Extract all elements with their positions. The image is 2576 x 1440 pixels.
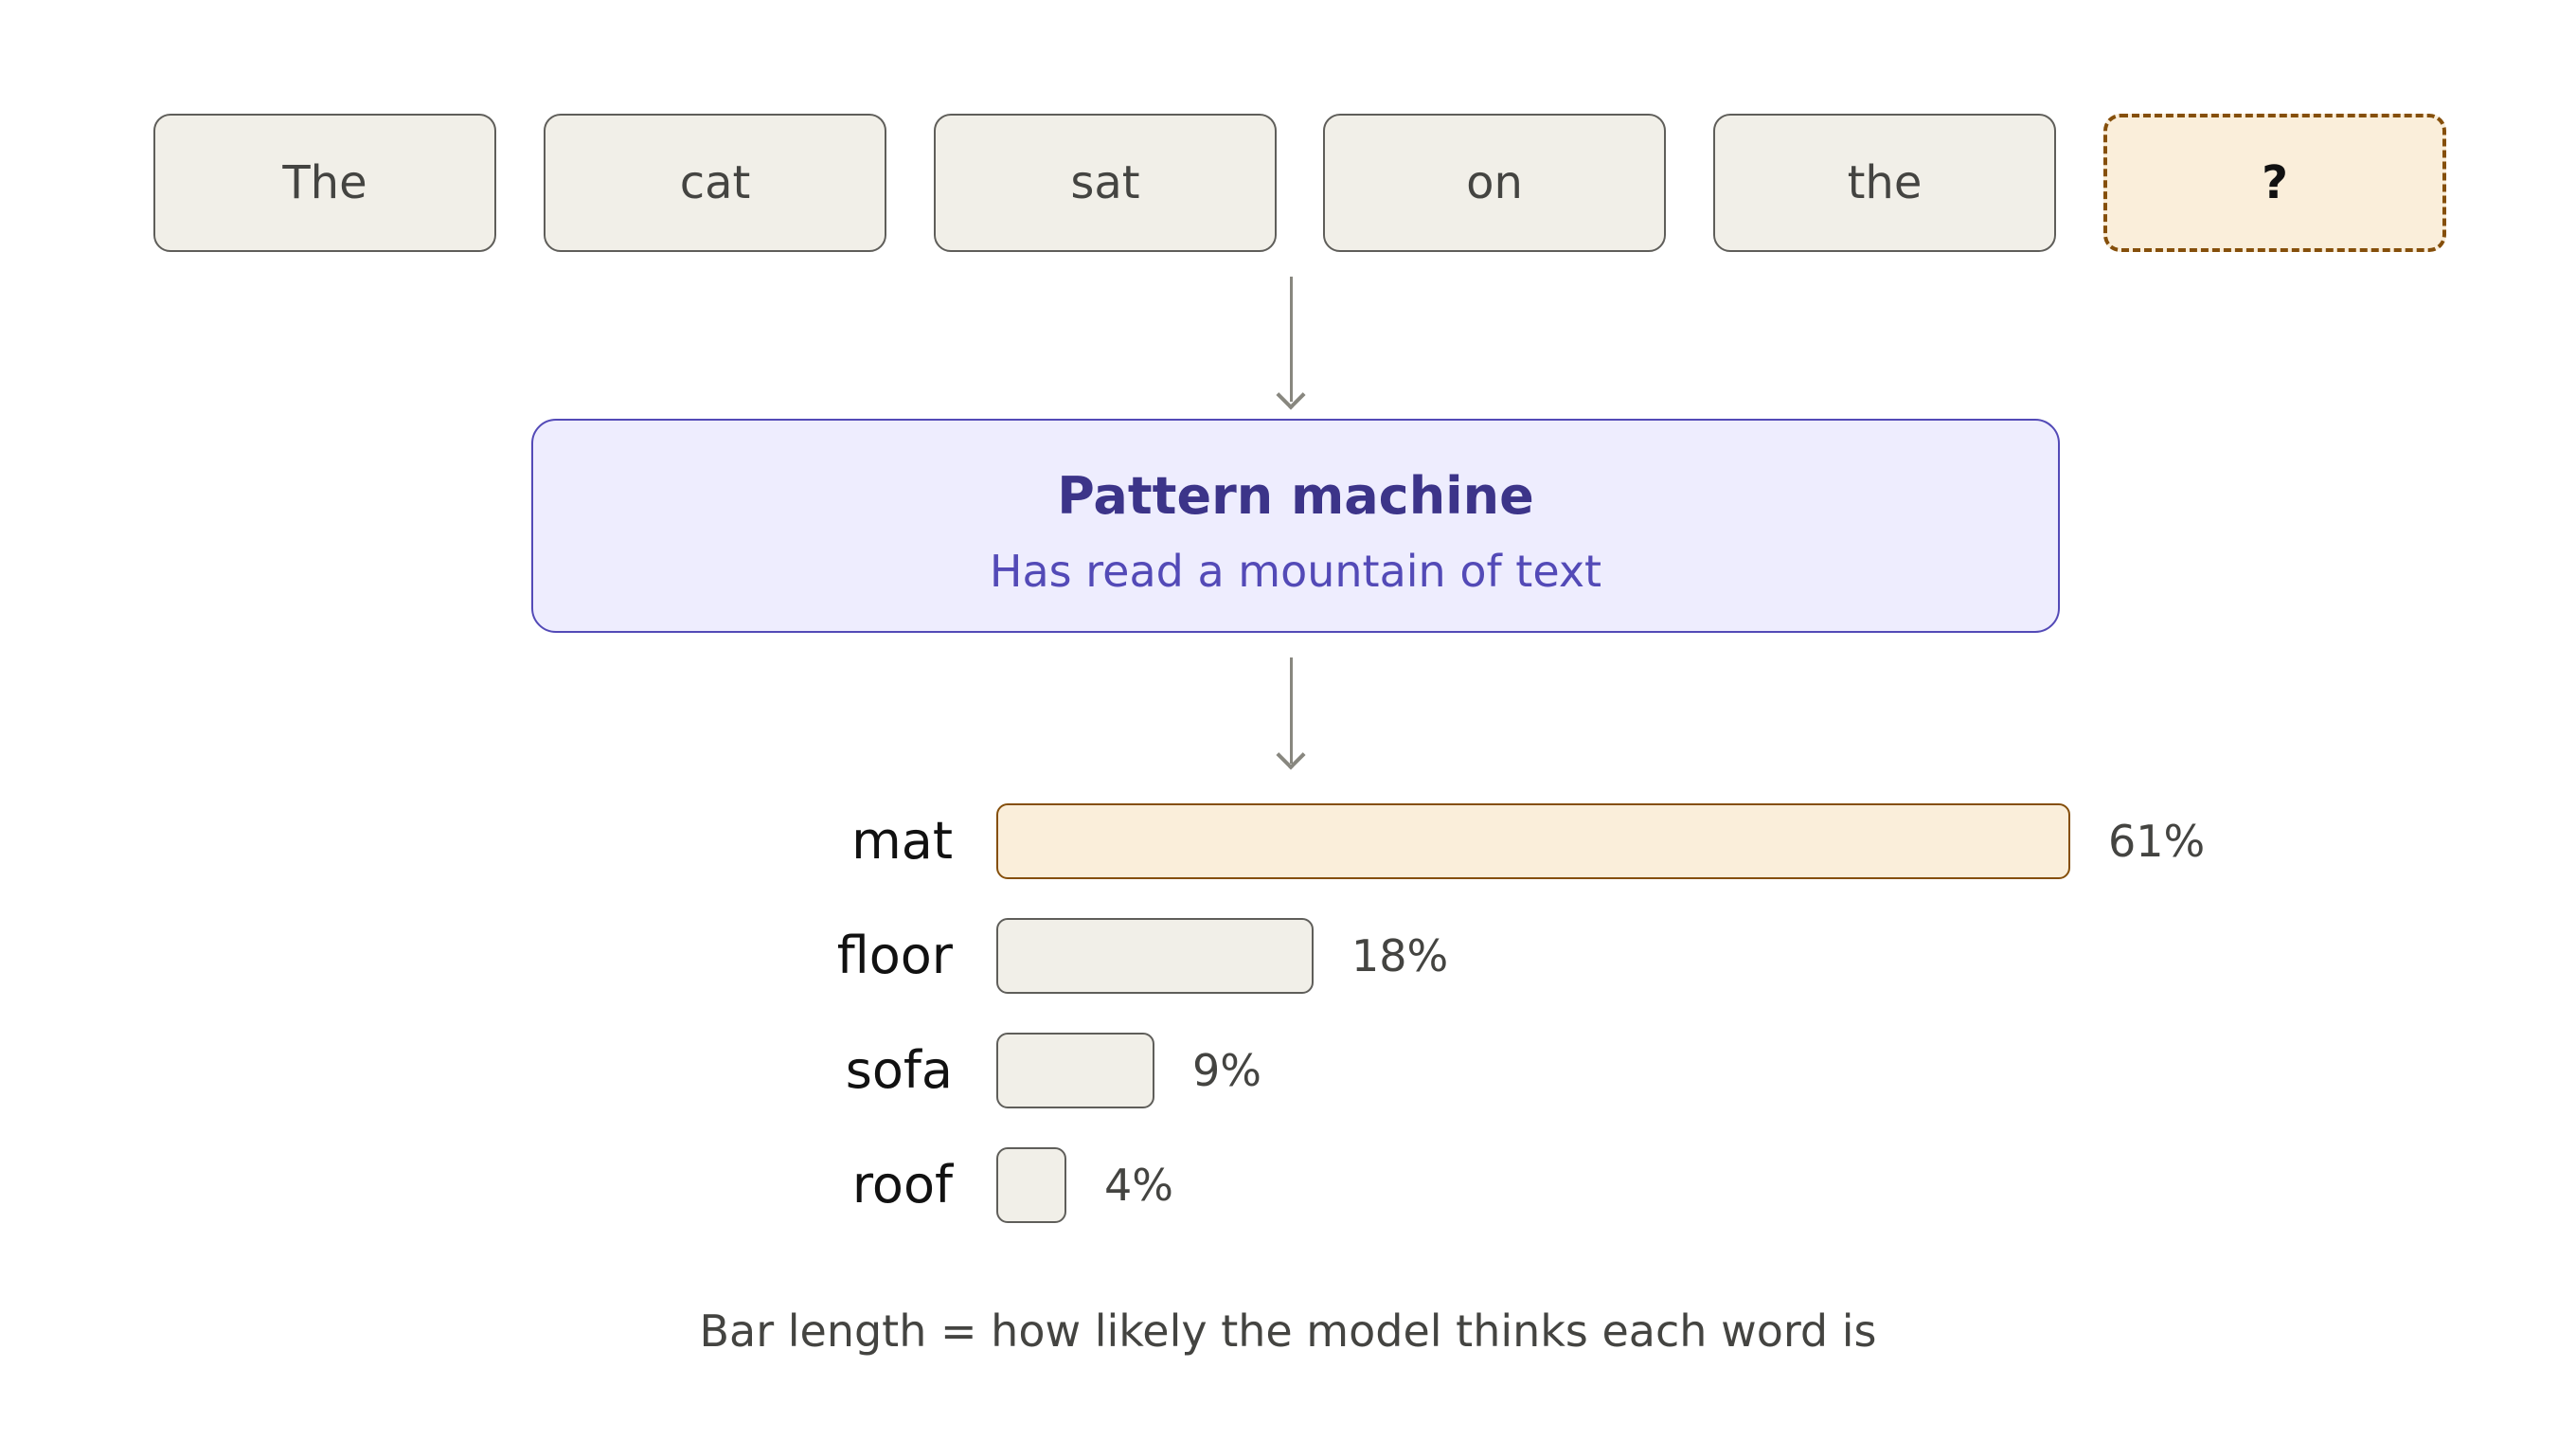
prediction-bar: [996, 918, 1314, 994]
token-5: the: [1713, 114, 2056, 252]
token-unknown: ?: [2103, 114, 2446, 252]
prediction-word: mat: [851, 811, 953, 871]
prediction-word: floor: [836, 926, 953, 985]
prediction-percent: 9%: [1192, 1045, 1261, 1096]
arrow-to-predictions-head: [1276, 740, 1306, 770]
prediction-bar: [996, 1033, 1154, 1108]
token-1: The: [153, 114, 496, 252]
prediction-word: roof: [851, 1155, 953, 1215]
token-2: cat: [544, 114, 886, 252]
token-4: on: [1323, 114, 1666, 252]
arrow-to-machine-head: [1276, 380, 1306, 410]
caption: Bar length = how likely the model thinks…: [699, 1305, 1877, 1357]
machine-subtitle: Has read a mountain of text: [989, 546, 1602, 597]
arrow-to-machine: [1290, 277, 1293, 402]
prediction-bar: [996, 803, 2070, 879]
prediction-percent: 61%: [2108, 816, 2206, 867]
prediction-bar: [996, 1147, 1066, 1223]
prediction-percent: 4%: [1104, 1160, 1173, 1211]
prediction-percent: 18%: [1351, 930, 1449, 981]
machine-title: Pattern machine: [1057, 466, 1534, 526]
arrow-to-predictions: [1290, 657, 1293, 764]
pattern-machine-box: Pattern machine Has read a mountain of t…: [531, 419, 2060, 633]
prediction-word: sofa: [845, 1040, 953, 1100]
token-3: sat: [934, 114, 1277, 252]
